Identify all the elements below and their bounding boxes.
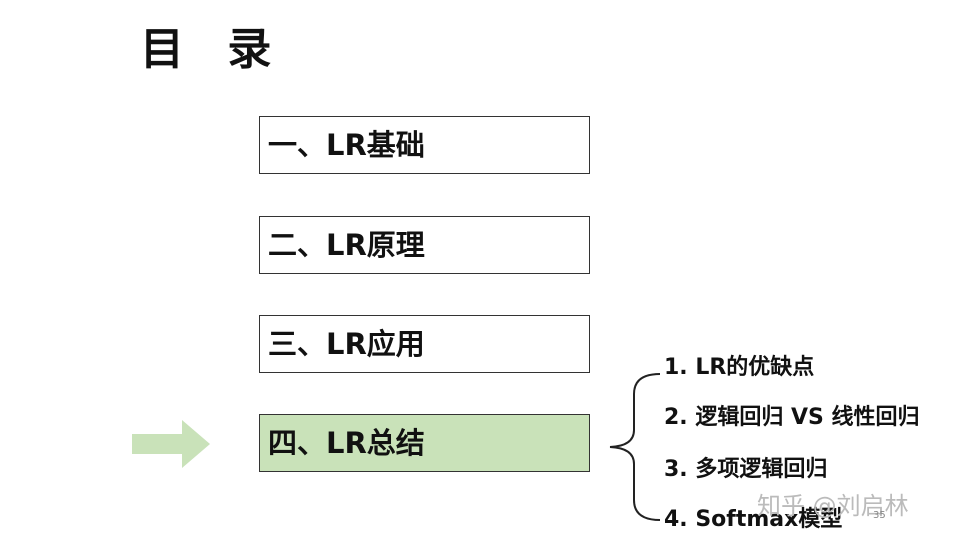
section-lr-basics[interactable]: 一、LR基础 bbox=[259, 116, 590, 174]
section-lr-applications[interactable]: 三、LR应用 bbox=[259, 315, 590, 373]
section-lr-summary[interactable]: 四、LR总结 bbox=[259, 414, 590, 472]
subitem-softmax[interactable]: 4. Softmax模型 bbox=[664, 507, 843, 532]
section-lr-principles[interactable]: 二、LR原理 bbox=[259, 216, 590, 274]
right-arrow-icon bbox=[132, 420, 210, 468]
watermark: 知乎 @刘启林 bbox=[757, 492, 909, 520]
subitem-logistic-vs-linear[interactable]: 2. 逻辑回归 VS 线性回归 bbox=[664, 405, 920, 430]
page-number: 35 bbox=[873, 510, 886, 521]
page-title: 目 录 bbox=[140, 24, 286, 75]
subitem-multinomial-logistic[interactable]: 3. 多项逻辑回归 bbox=[664, 457, 828, 482]
left-brace-icon bbox=[609, 373, 661, 521]
subitem-pros-cons[interactable]: 1. LR的优缺点 bbox=[664, 355, 815, 380]
